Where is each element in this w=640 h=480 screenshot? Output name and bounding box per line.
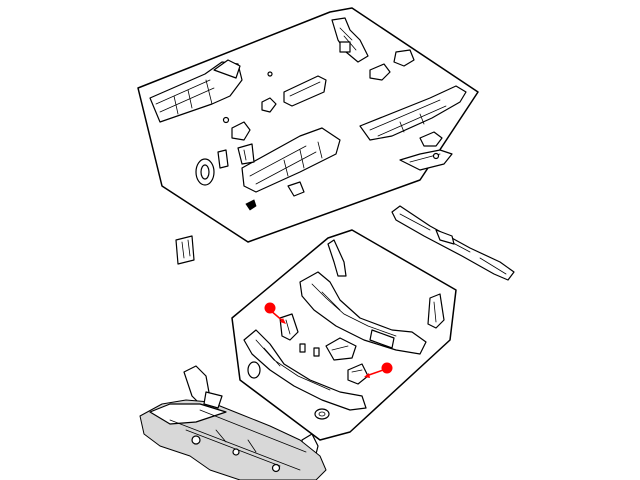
right-bracket-cluster (399, 131, 453, 171)
upper-floor-pan-group (137, 7, 479, 243)
center-plate-part (325, 337, 357, 361)
mid-crossmember-part (283, 75, 327, 107)
bottom-round-clip-part (314, 408, 330, 420)
left-bracket-part (279, 313, 320, 357)
callout-left-dot (264, 302, 276, 314)
right-bracket-part (347, 363, 369, 385)
top-tower-bracket-part (331, 17, 415, 81)
lower-frame-rail-part (243, 329, 367, 411)
lower-frame-rail-group (231, 229, 457, 441)
callout-left-bracket (264, 302, 286, 324)
center-floor-rail-part (241, 127, 341, 193)
small-standalone-bracket (175, 235, 195, 265)
standing-brace-part (327, 239, 347, 277)
lower-dark-clip-part (245, 181, 305, 211)
callout-right-bracket (364, 362, 393, 378)
lower-group-outline (231, 229, 457, 441)
front-cradle-subframe (139, 365, 327, 480)
upper-frame-rail-part (299, 271, 427, 355)
oval-ring-part (195, 158, 215, 186)
callout-right-dot (381, 362, 393, 374)
small-stud-parts (222, 71, 277, 124)
right-post-bracket-part (427, 293, 445, 329)
upper-group-outline (137, 7, 479, 243)
left-bracket-cluster (217, 121, 255, 169)
rear-crossmember-bar (391, 205, 515, 281)
right-side-rail-part (359, 85, 467, 141)
left-side-rail-part (149, 59, 243, 123)
